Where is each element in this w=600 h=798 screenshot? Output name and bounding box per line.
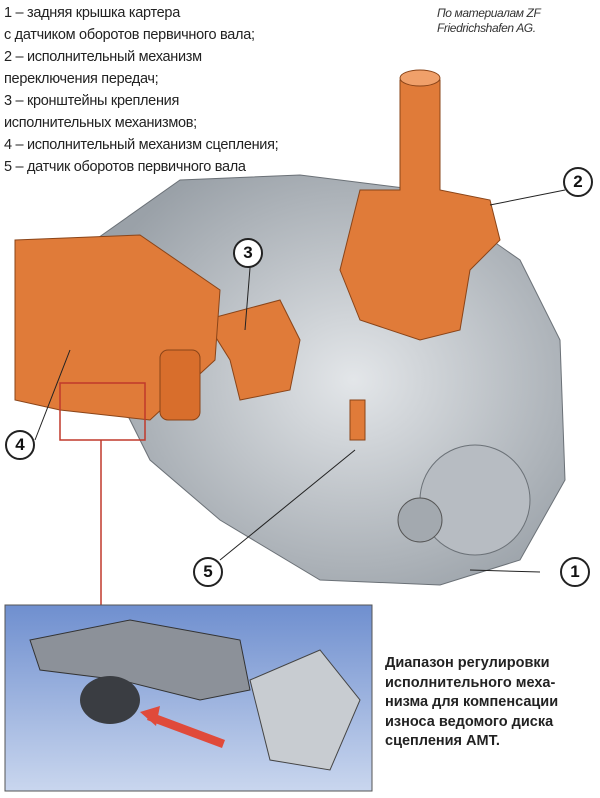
legend-line: 5 – датчик оборотов первичного вала (4, 159, 246, 175)
caption-line: Диапазон регулировки (385, 655, 550, 671)
caption-line: сцепления AMT. (385, 733, 500, 749)
legend-line: переключения передач; (4, 71, 159, 87)
legend-line: с датчиком оборотов первичного вала; (4, 27, 255, 43)
caption-line: исполнительного меха- (385, 674, 556, 691)
legend-line: 1 – задняя крышка картера (4, 5, 180, 21)
caption-line: низма для компенсации (385, 694, 559, 710)
legend-line: исполнительных механизмов; (4, 115, 197, 131)
callout-5: 5 (193, 557, 223, 587)
rear-cover (419, 444, 531, 556)
mounting-brackets (204, 299, 301, 401)
red-arrow (147, 712, 225, 748)
callout-2: 2 (563, 167, 593, 197)
legend-line: 3 – кронштейны крепления (4, 93, 180, 109)
parts-legend: 1 – задняя крышка картера с датчиком обо… (4, 2, 279, 178)
callout-4: 4 (5, 430, 35, 460)
callout-1: 1 (560, 557, 590, 587)
legend-line: 2 – исполнительный механизм (4, 49, 202, 65)
credit-line: По материалам ZF (437, 6, 541, 20)
credit-line: Friedrichshafen AG. (437, 21, 536, 35)
legend-line: 4 – исполнительный механизм сцепления; (4, 137, 279, 153)
caption-line: износа ведомого диска (385, 713, 554, 730)
gear-shift-actuator (339, 79, 501, 341)
source-credit: По материалам ZF Friedrichshafen AG. (437, 6, 541, 36)
inset-caption: Диапазон регулировки исполнительного мех… (385, 654, 558, 752)
callout-3: 3 (233, 238, 263, 268)
input-speed-sensor (349, 399, 366, 441)
detail-frame (59, 382, 146, 441)
